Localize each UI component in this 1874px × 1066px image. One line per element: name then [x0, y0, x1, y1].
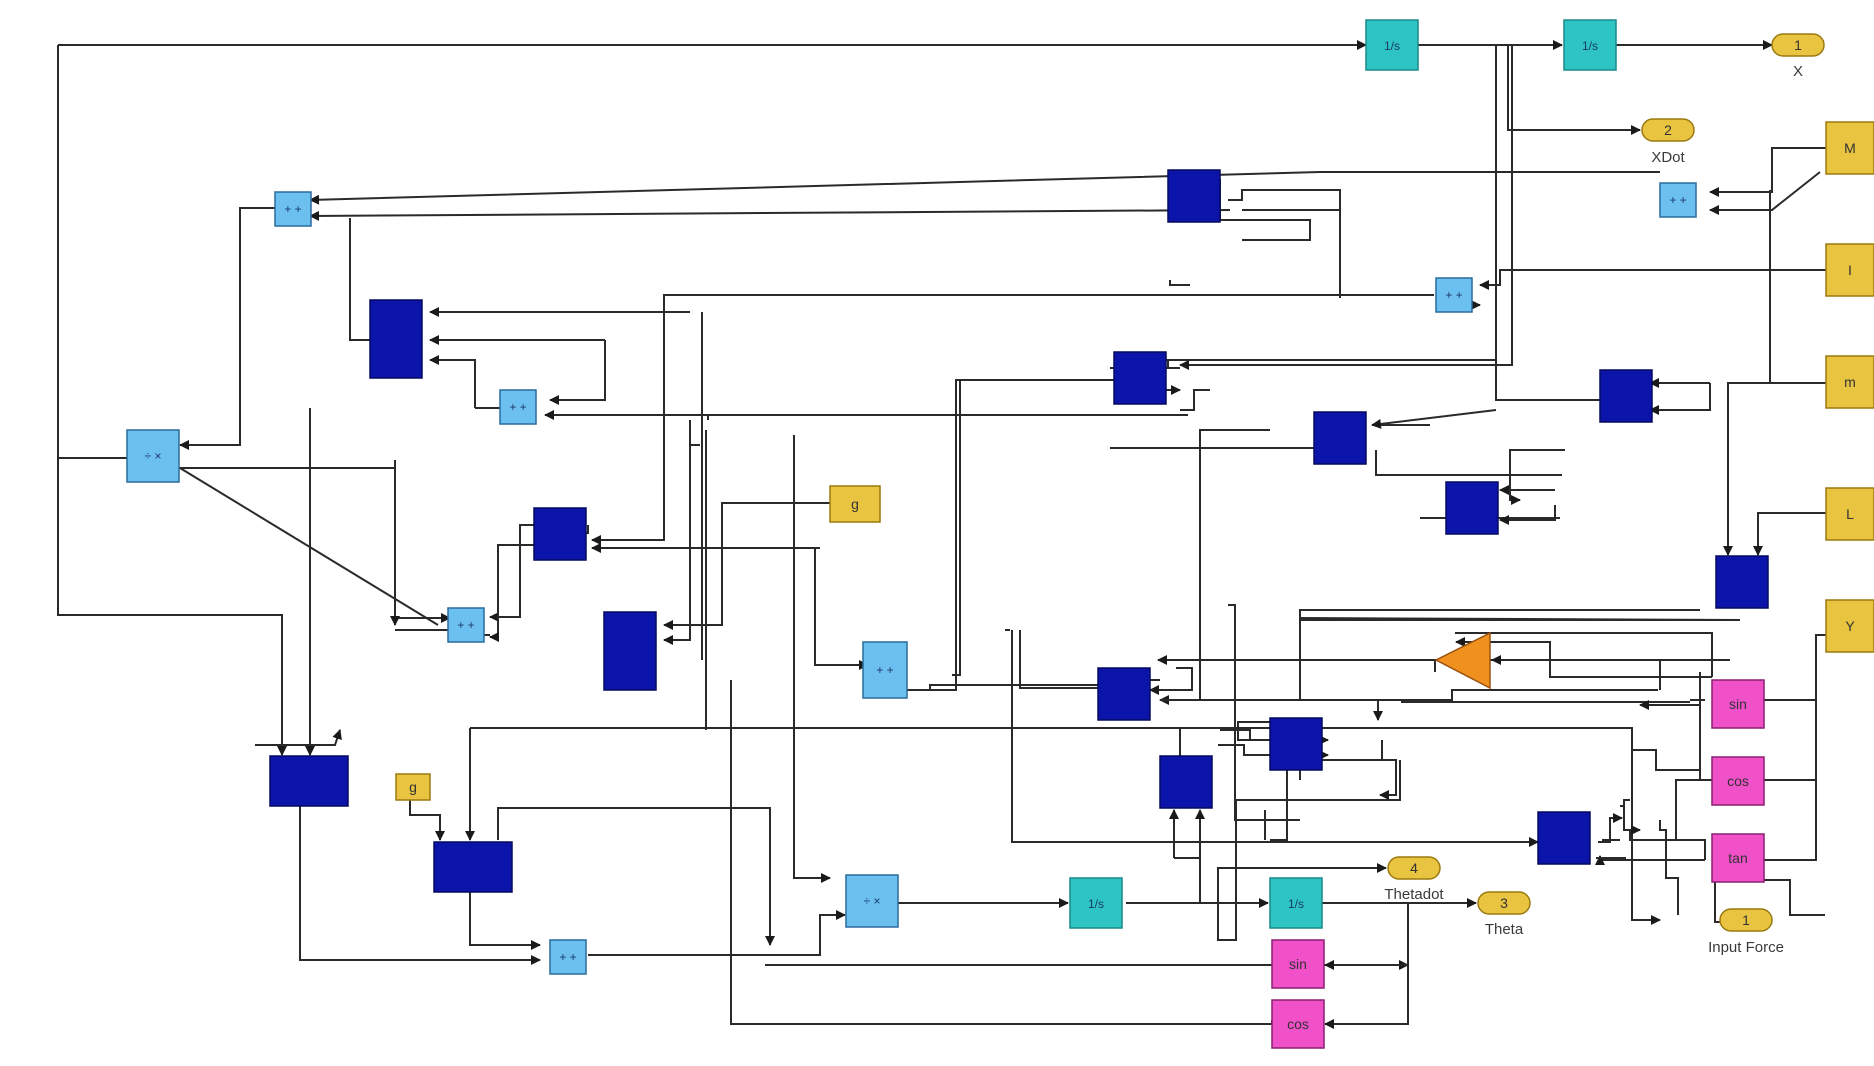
svg-text:I: I [1848, 262, 1852, 278]
gain-block[interactable] [1434, 631, 1491, 690]
svg-text:L: L [1846, 506, 1854, 522]
integrator-glyph: 1/s [1288, 897, 1304, 911]
svg-text:3: 3 [1500, 895, 1508, 911]
product-block[interactable] [603, 611, 657, 691]
constant-block-g[interactable]: g [395, 773, 431, 801]
inport-input-force[interactable]: 1 Input Force [1708, 908, 1784, 956]
divide-block[interactable]: ÷ × [126, 429, 180, 483]
svg-text:1: 1 [1742, 912, 1750, 928]
sum-block[interactable]: + + [549, 939, 587, 975]
integrator-block[interactable]: 1/s [1365, 19, 1419, 71]
product-block[interactable] [1269, 717, 1323, 771]
outport-thetadot[interactable]: 4 Thetadot [1384, 856, 1444, 903]
signal-lines [57, 40, 1830, 1029]
product-block[interactable] [1167, 169, 1221, 223]
svg-text:sin: sin [1729, 696, 1747, 712]
product-block[interactable] [1445, 481, 1499, 535]
sum-block[interactable]: + + [447, 607, 485, 643]
product-block[interactable] [369, 299, 423, 379]
outport-label: X [1793, 63, 1803, 80]
svg-text:g: g [851, 496, 859, 512]
svg-text:Y: Y [1845, 618, 1855, 634]
product-block[interactable] [1313, 411, 1367, 465]
svg-text:÷ ×: ÷ × [864, 894, 881, 908]
product-block[interactable] [533, 507, 587, 561]
integrator-block[interactable]: 1/s [1563, 19, 1617, 71]
sum-block[interactable]: + + [1659, 182, 1697, 218]
svg-text:+ +: + + [1445, 288, 1462, 302]
product-block[interactable] [1537, 811, 1591, 865]
sum-block[interactable]: + + [862, 641, 908, 699]
cos-block[interactable]: cos [1271, 999, 1325, 1049]
sin-block[interactable]: sin [1711, 679, 1765, 729]
svg-text:+ +: + + [509, 400, 526, 414]
sum-block[interactable]: + + [274, 191, 312, 227]
product-block[interactable] [433, 841, 513, 893]
constant-block-m[interactable]: m [1825, 355, 1874, 409]
integrator-glyph: 1/s [1088, 897, 1104, 911]
constant-block-Y[interactable]: Y [1825, 599, 1874, 653]
cos-block[interactable]: cos [1711, 756, 1765, 806]
sum-block[interactable]: + + [1435, 277, 1473, 313]
outport-label: Thetadot [1384, 886, 1444, 903]
svg-text:+ +: + + [559, 950, 576, 964]
inport-label: Input Force [1708, 939, 1784, 956]
product-block[interactable] [1159, 755, 1213, 809]
integrator-block[interactable]: 1/s [1269, 877, 1323, 929]
outport-label: XDot [1651, 149, 1685, 166]
product-block[interactable] [1715, 555, 1769, 609]
integrator-glyph: 1/s [1384, 39, 1400, 53]
svg-text:+ +: + + [284, 202, 301, 216]
svg-text:sin: sin [1289, 956, 1307, 972]
svg-text:M: M [1844, 140, 1856, 156]
svg-text:÷ ×: ÷ × [145, 449, 162, 463]
integrator-block[interactable]: 1/s [1069, 877, 1123, 929]
outport-x[interactable]: 1 X [1771, 33, 1825, 80]
tan-block[interactable]: tan [1711, 833, 1765, 883]
svg-text:g: g [409, 779, 417, 795]
svg-text:2: 2 [1664, 122, 1672, 138]
outport-label: Theta [1485, 921, 1524, 938]
svg-text:m: m [1844, 374, 1856, 390]
sum-block[interactable]: + + [499, 389, 537, 425]
constant-block-g[interactable]: g [829, 485, 881, 523]
integrator-glyph: 1/s [1582, 39, 1598, 53]
svg-text:4: 4 [1410, 860, 1418, 876]
outport-xdot[interactable]: 2 XDot [1641, 118, 1695, 166]
constant-block-M[interactable]: M [1825, 121, 1874, 175]
svg-text:+ +: + + [876, 663, 893, 677]
product-block[interactable] [269, 755, 349, 807]
product-block[interactable] [1113, 351, 1167, 405]
outport-theta[interactable]: 3 Theta [1477, 891, 1531, 938]
divide-block[interactable]: ÷ × [845, 874, 899, 928]
svg-text:+ +: + + [1669, 193, 1686, 207]
svg-text:cos: cos [1727, 773, 1749, 789]
svg-text:tan: tan [1728, 850, 1747, 866]
constant-block-L[interactable]: L [1825, 487, 1874, 541]
sin-block[interactable]: sin [1271, 939, 1325, 989]
svg-text:cos: cos [1287, 1016, 1309, 1032]
constant-block-I[interactable]: I [1825, 243, 1874, 297]
product-block[interactable] [1097, 667, 1151, 721]
svg-text:1: 1 [1794, 37, 1802, 53]
svg-text:+ +: + + [457, 618, 474, 632]
product-block[interactable] [1599, 369, 1653, 423]
